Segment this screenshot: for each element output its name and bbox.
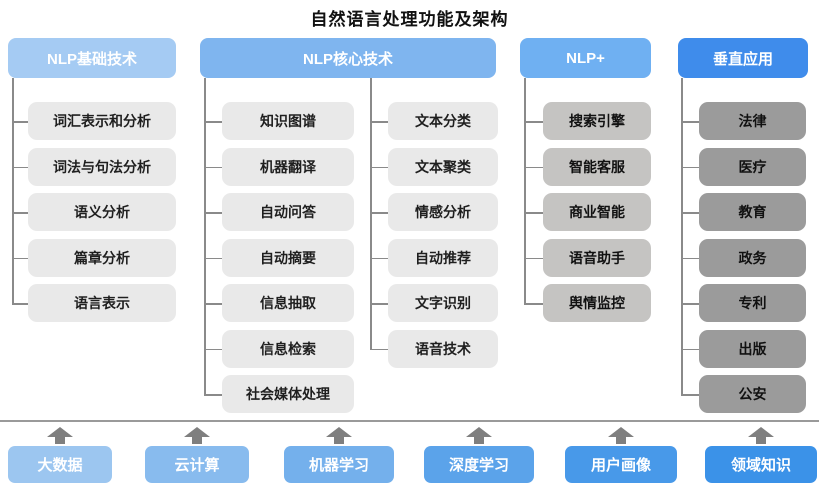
connector-line (204, 78, 206, 394)
connector-line (204, 212, 222, 214)
connector-line (12, 78, 14, 303)
up-arrow-icon (747, 427, 775, 444)
connector-line (370, 348, 388, 350)
tree-item: 知识图谱 (222, 102, 354, 140)
up-arrow-icon (183, 427, 211, 444)
connector-line (681, 121, 699, 123)
tree-item: 智能客服 (543, 147, 651, 186)
tree-item: 词法与句法分析 (28, 147, 176, 186)
up-arrow-icon (46, 427, 74, 444)
up-arrow-icon (607, 427, 635, 444)
foundation-box: 用户画像 (565, 446, 677, 483)
connector-line (524, 303, 543, 305)
column-header: NLP+ (520, 38, 651, 78)
tree-item: 文字识别 (388, 284, 498, 322)
tree-item: 信息检索 (222, 329, 354, 368)
tree-item: 语义分析 (28, 193, 176, 231)
connector-line (524, 212, 543, 214)
tree-item: 出版 (699, 329, 806, 368)
connector-line (681, 166, 699, 168)
connector-line (370, 121, 388, 123)
connector-line (370, 166, 388, 168)
column-header: 垂直应用 (678, 38, 808, 78)
divider-line (0, 420, 819, 422)
foundation-box: 机器学习 (284, 446, 394, 483)
tree-item: 文本聚类 (388, 147, 498, 186)
connector-line (524, 78, 526, 303)
tree-item: 法律 (699, 102, 806, 140)
tree-item: 公安 (699, 375, 806, 413)
tree-item: 政务 (699, 238, 806, 277)
connector-line (681, 212, 699, 214)
tree-item: 情感分析 (388, 193, 498, 231)
connector-line (370, 257, 388, 259)
connector-line (12, 257, 28, 259)
tree-item: 词汇表示和分析 (28, 102, 176, 140)
tree-item: 语言表示 (28, 284, 176, 322)
tree-item: 自动摘要 (222, 238, 354, 277)
foundation-box: 大数据 (8, 446, 112, 483)
foundation-box: 领域知识 (705, 446, 817, 483)
tree-item: 语音助手 (543, 238, 651, 277)
connector-line (681, 394, 699, 396)
connector-line (204, 394, 222, 396)
connector-line (370, 303, 388, 305)
connector-line (681, 303, 699, 305)
tree-item: 专利 (699, 284, 806, 322)
tree-item: 机器翻译 (222, 147, 354, 186)
connector-line (524, 121, 543, 123)
connector-line (12, 166, 28, 168)
connector-line (370, 212, 388, 214)
connector-line (524, 166, 543, 168)
tree-item: 文本分类 (388, 102, 498, 140)
foundation-box: 云计算 (145, 446, 249, 483)
tree-item: 社会媒体处理 (222, 375, 354, 413)
connector-line (12, 121, 28, 123)
tree-item: 信息抽取 (222, 284, 354, 322)
connector-line (681, 257, 699, 259)
tree-item: 篇章分析 (28, 238, 176, 277)
tree-item: 自动推荐 (388, 238, 498, 277)
column-header: NLP基础技术 (8, 38, 176, 78)
foundation-box: 深度学习 (424, 446, 534, 483)
connector-line (681, 348, 699, 350)
connector-line (524, 257, 543, 259)
connector-line (12, 212, 28, 214)
connector-line (12, 303, 28, 305)
connector-line (681, 78, 683, 394)
up-arrow-icon (325, 427, 353, 444)
up-arrow-icon (465, 427, 493, 444)
tree-item: 教育 (699, 193, 806, 231)
connector-line (204, 257, 222, 259)
tree-item: 语音技术 (388, 329, 498, 368)
column-header: NLP核心技术 (200, 38, 496, 78)
connector-line (204, 303, 222, 305)
tree-item: 自动问答 (222, 193, 354, 231)
diagram-title: 自然语言处理功能及架构 (310, 10, 509, 29)
tree-item: 搜索引擎 (543, 102, 651, 140)
connector-line (204, 121, 222, 123)
tree-item: 商业智能 (543, 193, 651, 231)
tree-item: 医疗 (699, 147, 806, 186)
connector-line (204, 348, 222, 350)
connector-line (204, 166, 222, 168)
tree-item: 舆情监控 (543, 284, 651, 322)
